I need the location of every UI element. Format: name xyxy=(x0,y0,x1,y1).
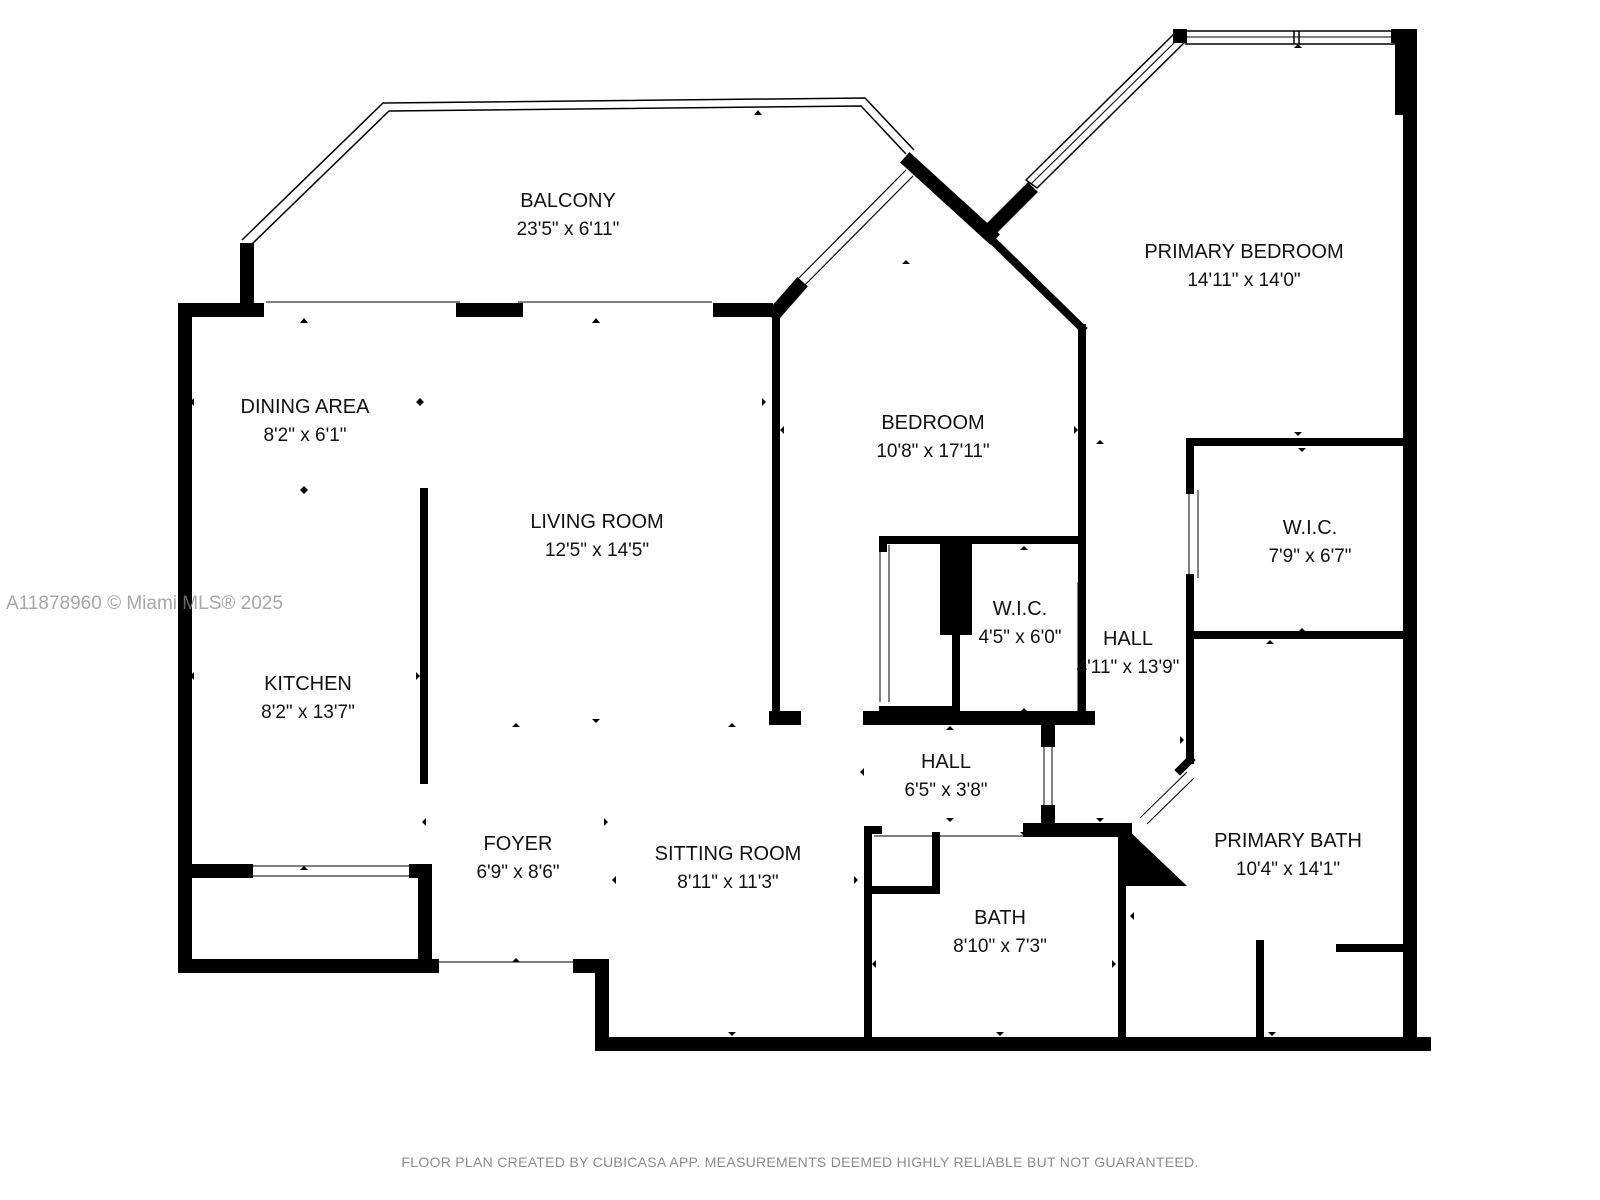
room-label-hall-small: HALL 6'5" x 3'8" xyxy=(904,751,987,801)
room-label-bath: BATH 8'10" x 7'3" xyxy=(953,907,1047,957)
bedroom-glass-door xyxy=(789,169,914,294)
room-name: W.I.C. xyxy=(993,598,1047,620)
room-label-primary-bedroom: PRIMARY BEDROOM 14'11" x 14'0" xyxy=(1144,241,1343,291)
room-dimensions: 6'9" x 8'6" xyxy=(476,862,559,883)
room-label-bedroom: BEDROOM 10'8" x 17'11" xyxy=(876,412,989,462)
room-dimensions: 6'5" x 3'8" xyxy=(904,780,987,801)
room-dimensions: 23'5" x 6'11" xyxy=(517,219,620,240)
room-dimensions: 7'9" x 6'7" xyxy=(1268,546,1351,567)
balcony-railing xyxy=(241,97,915,245)
room-label-balcony: BALCONY 23'5" x 6'11" xyxy=(517,190,620,240)
room-name: FOYER xyxy=(484,833,553,855)
room-label-wic-primary: W.I.C. 7'9" x 6'7" xyxy=(1268,517,1351,567)
room-label-living-room: LIVING ROOM 12'5" x 14'5" xyxy=(530,511,663,561)
room-dimensions: 4'11" x 13'9" xyxy=(1077,657,1180,678)
room-dimensions: 14'11" x 14'0" xyxy=(1187,270,1300,291)
room-name: HALL xyxy=(921,751,971,773)
walls xyxy=(178,29,1431,1051)
room-name: HALL xyxy=(1103,628,1153,650)
room-label-primary-bath: PRIMARY BATH 10'4" x 14'1" xyxy=(1214,830,1362,880)
room-label-kitchen: KITCHEN 8'2" x 13'7" xyxy=(261,673,355,723)
room-name: W.I.C. xyxy=(1283,517,1337,539)
primary-bedroom-windows xyxy=(1024,30,1399,189)
room-dimensions: 8'10" x 7'3" xyxy=(953,936,1047,957)
room-name: KITCHEN xyxy=(264,673,352,695)
room-label-wic-bedroom: W.I.C. 4'5" x 6'0" xyxy=(978,598,1061,648)
room-label-foyer: FOYER 6'9" x 8'6" xyxy=(476,833,559,883)
mls-watermark: A11878960 © Miami MLS® 2025 xyxy=(6,593,283,614)
room-dimensions: 8'2" x 13'7" xyxy=(261,702,355,723)
room-name: BALCONY xyxy=(520,190,616,212)
room-name: BATH xyxy=(974,907,1026,929)
room-name: PRIMARY BEDROOM xyxy=(1144,241,1343,263)
room-name: LIVING ROOM xyxy=(530,511,663,533)
room-name: PRIMARY BATH xyxy=(1214,830,1362,852)
room-dimensions: 8'2" x 6'1" xyxy=(263,425,346,446)
room-dimensions: 8'11" x 11'3" xyxy=(677,872,778,893)
room-label-sitting-room: SITTING ROOM 8'11" x 11'3" xyxy=(655,843,802,893)
footer-disclaimer: FLOOR PLAN CREATED BY CUBICASA APP. MEAS… xyxy=(401,1154,1198,1170)
room-label-dining-area: DINING AREA 8'2" x 6'1" xyxy=(241,396,371,446)
room-dimensions: 12'5" x 14'5" xyxy=(545,540,649,561)
room-name: DINING AREA xyxy=(241,396,371,418)
room-label-hall-main: HALL 4'11" x 13'9" xyxy=(1077,628,1180,678)
room-dimensions: 10'4" x 14'1" xyxy=(1236,859,1340,880)
room-dimensions: 10'8" x 17'11" xyxy=(876,441,989,462)
room-name: BEDROOM xyxy=(881,412,984,434)
measurement-markers xyxy=(190,44,1412,1036)
room-dimensions: 4'5" x 6'0" xyxy=(978,627,1061,648)
room-name: SITTING ROOM xyxy=(655,843,802,865)
